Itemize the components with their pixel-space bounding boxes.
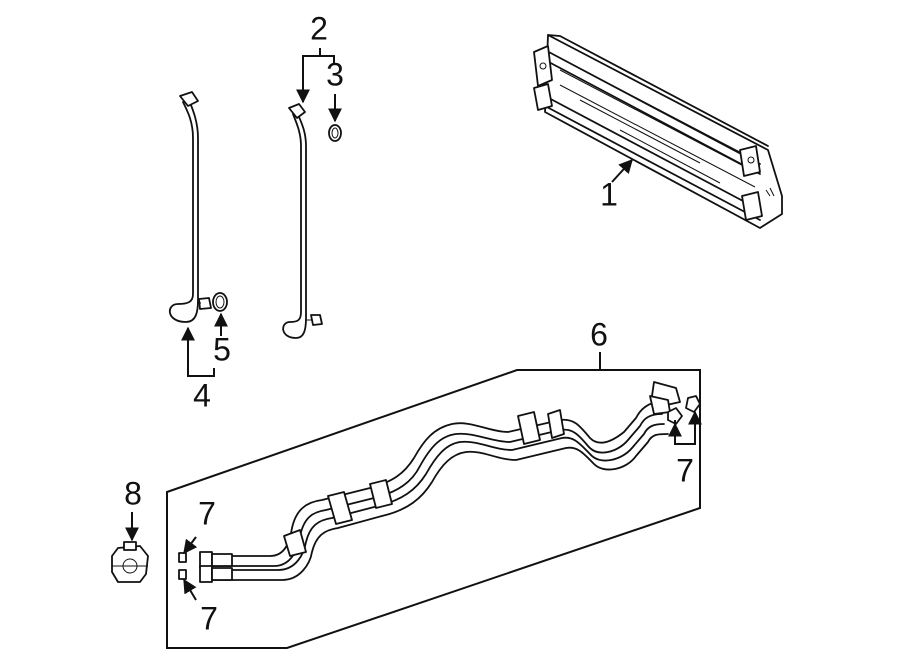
- cooler-line-part-2: [282, 103, 323, 339]
- oil-cooler-part-1: [533, 34, 783, 229]
- callout-1: 1: [600, 176, 618, 212]
- callout-4: 4: [193, 377, 211, 413]
- callout-7-right: 7: [676, 452, 694, 488]
- callout-7-left-lower: 7: [200, 600, 218, 636]
- cooler-line-part-4: [169, 91, 212, 323]
- leader-lines: [125, 48, 702, 601]
- fitting-part-8: [111, 541, 149, 583]
- callout-7-left-upper: 7: [198, 495, 216, 531]
- o-ring-part-3: [328, 124, 342, 142]
- callout-6: 6: [590, 316, 608, 352]
- part-6-panel: [166, 369, 701, 649]
- cooler-line-assembly-part-6: [178, 381, 701, 583]
- callout-5: 5: [213, 331, 231, 367]
- o-ring-part-5: [212, 292, 228, 312]
- callout-2: 2: [310, 10, 328, 46]
- callout-3: 3: [326, 56, 344, 92]
- callout-8: 8: [124, 475, 142, 511]
